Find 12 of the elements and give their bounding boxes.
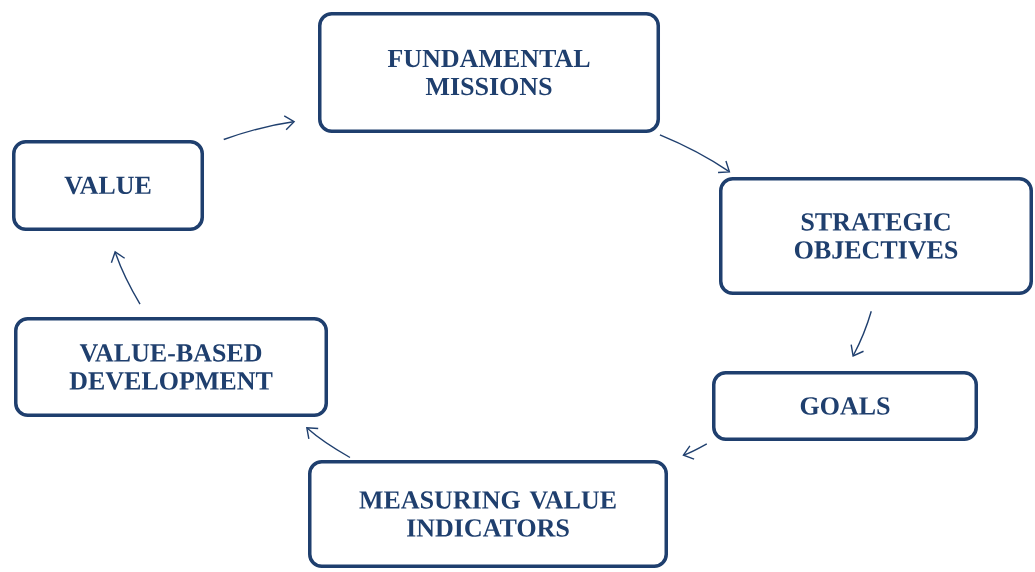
process-box: GOALS	[712, 371, 978, 441]
process-box: VALUE	[12, 140, 204, 231]
arrow	[659, 134, 731, 174]
process-box: FUNDAMENTAL MISSIONS	[318, 12, 660, 133]
process-box: STRATEGIC OBJECTIVES	[719, 177, 1033, 295]
arrow	[223, 115, 296, 141]
arrow	[305, 427, 351, 459]
process-box: MEASURING VALUE INDICATORS	[308, 460, 668, 568]
arrow	[850, 310, 872, 357]
arrow	[682, 443, 708, 460]
arrow	[110, 250, 141, 305]
process-box: VALUE-BASED DEVELOPMENT	[14, 317, 328, 417]
